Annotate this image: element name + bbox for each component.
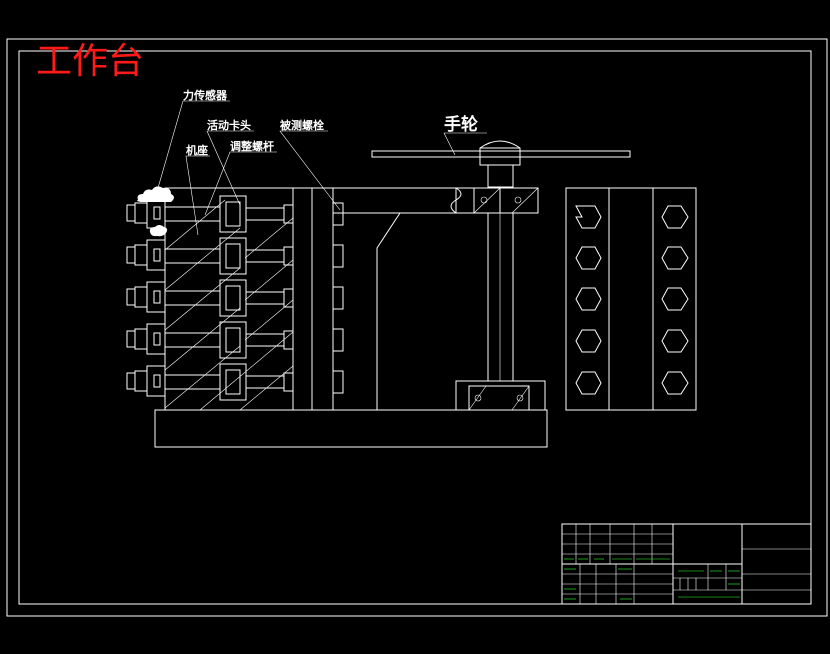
outer-border (6, 38, 828, 617)
lead-screw (455, 164, 546, 411)
label-adjust-screw: 调整螺杆 (230, 139, 274, 153)
label-tested-bolt: 被测螺栓 (280, 118, 324, 132)
bolt-assembly-5 (126, 363, 344, 401)
label-movable-chuck: 活动卡头 (207, 118, 251, 132)
label-base: 机座 (186, 143, 208, 157)
base-plate (154, 409, 548, 448)
side-view (565, 187, 697, 411)
label-handwheel: 手轮 (444, 114, 478, 135)
label-force-sensor: 力传感器 (183, 88, 228, 102)
title-block (561, 523, 812, 605)
bolt-assembly-3 (126, 279, 344, 317)
leader-lines (157, 100, 487, 236)
inner-border (18, 50, 812, 605)
bolt-assembly-4 (126, 321, 344, 359)
handwheel (371, 140, 631, 166)
drawing-title: 工作台 (36, 41, 144, 82)
machine-base (164, 187, 462, 411)
force-sensor-icon (137, 186, 174, 237)
bolt-assembly-2 (126, 237, 344, 275)
